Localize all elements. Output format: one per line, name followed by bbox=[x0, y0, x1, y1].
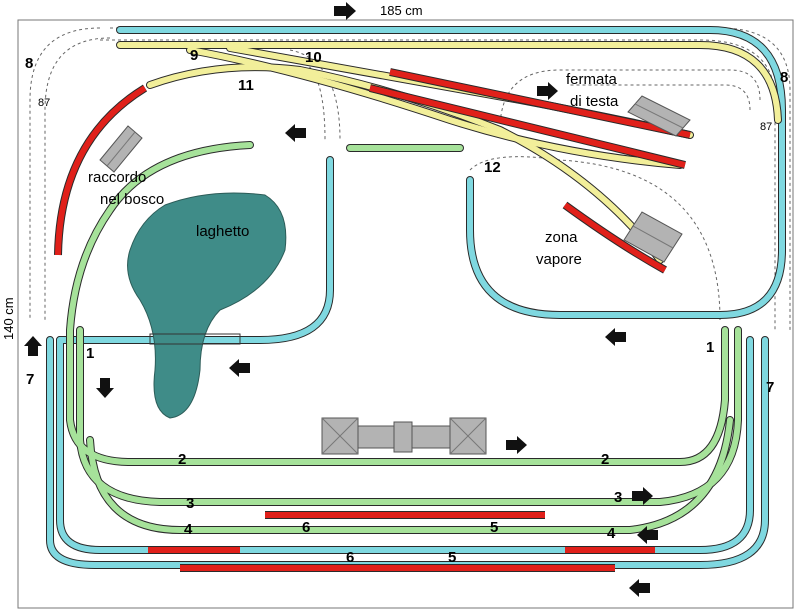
fermata-station-building bbox=[627, 95, 691, 137]
raccordo-label-2: nel bosco bbox=[100, 191, 164, 208]
track-number-1-left: 1 bbox=[86, 345, 94, 362]
lake-bridge bbox=[149, 333, 241, 345]
track-number-4-right: 4 bbox=[607, 525, 616, 542]
track-number-10: 10 bbox=[305, 49, 322, 66]
arrow-right-icon bbox=[506, 436, 527, 454]
arrow-left-icon bbox=[629, 579, 650, 597]
height-dimension-label: 140 cm bbox=[1, 297, 16, 340]
direction-arrows bbox=[24, 2, 658, 597]
track-number-9: 9 bbox=[190, 47, 198, 64]
track-number-5-right: 5 bbox=[448, 549, 456, 566]
arrow-right-icon bbox=[537, 82, 558, 100]
arrow-left-icon bbox=[229, 359, 250, 377]
lake bbox=[127, 192, 287, 419]
track-number-2-left: 2 bbox=[178, 451, 186, 468]
arrow-down-icon bbox=[96, 378, 114, 398]
track-number-7-right: 7 bbox=[766, 379, 774, 396]
arrow-right-icon bbox=[334, 2, 356, 20]
zona-vapore-shed bbox=[623, 211, 683, 263]
arrow-left-icon bbox=[605, 328, 626, 346]
track-number-8-left: 8 bbox=[25, 55, 33, 72]
track-number-7-left: 7 bbox=[26, 371, 34, 388]
zona-label: zona bbox=[545, 229, 578, 246]
track-number-87-right: 87 bbox=[760, 121, 772, 133]
track-number-8-right: 8 bbox=[780, 69, 788, 86]
track-number-3-left: 3 bbox=[186, 495, 194, 512]
width-dimension-label: 185 cm bbox=[380, 3, 423, 18]
track-number-87-left: 87 bbox=[38, 97, 50, 109]
raccordo-label: raccordo bbox=[88, 169, 146, 186]
main-station-building bbox=[321, 417, 487, 455]
fermata-label-2: di testa bbox=[570, 93, 619, 110]
laghetto-label: laghetto bbox=[196, 223, 249, 240]
track-number-3-right: 3 bbox=[614, 489, 622, 506]
vapore-label: vapore bbox=[536, 251, 582, 268]
track-number-5-left: 5 bbox=[490, 519, 498, 536]
board-border bbox=[17, 19, 794, 609]
track-number-6-left: 6 bbox=[302, 519, 310, 536]
track-number-12: 12 bbox=[484, 159, 501, 176]
arrow-left-icon bbox=[285, 124, 306, 142]
arrow-right-icon bbox=[632, 487, 653, 505]
arrow-up-icon bbox=[24, 336, 42, 356]
track-number-4-left: 4 bbox=[184, 521, 193, 538]
track-number-2-right: 2 bbox=[601, 451, 609, 468]
fermata-label: fermata bbox=[566, 71, 618, 88]
track-number-1-right: 1 bbox=[706, 339, 714, 356]
track-number-11: 11 bbox=[238, 77, 254, 94]
track-number-6-right: 6 bbox=[346, 549, 354, 566]
raccordo-shed bbox=[99, 125, 143, 173]
arrow-left-icon bbox=[637, 526, 658, 544]
